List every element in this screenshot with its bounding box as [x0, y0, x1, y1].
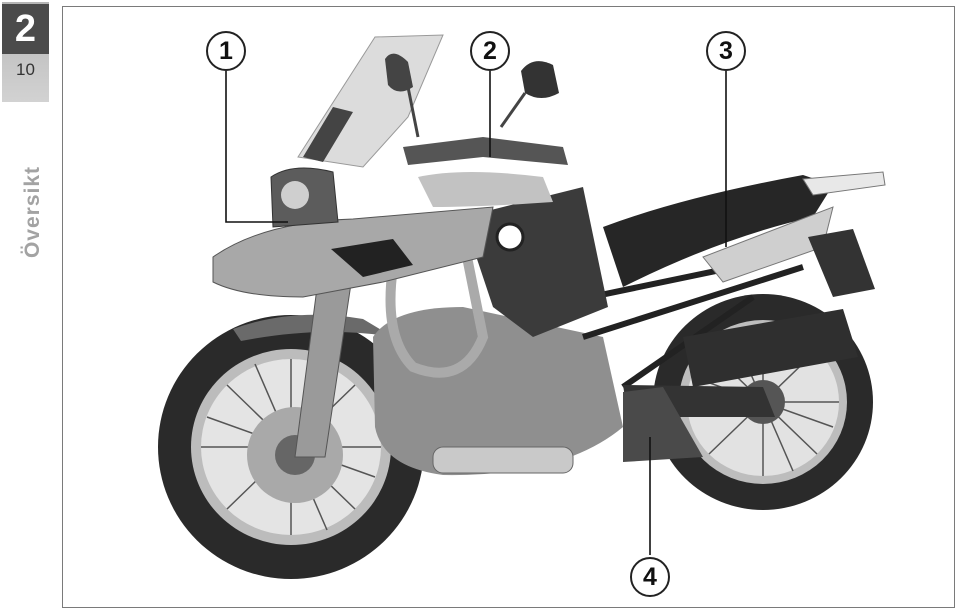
- figure-frame: 1 2 3 4: [62, 6, 955, 608]
- mirror-right: [521, 61, 559, 98]
- license-plate: [808, 229, 875, 297]
- callout-leaders: [225, 71, 727, 555]
- page-number: 10: [16, 60, 35, 79]
- tank-side: [463, 187, 608, 337]
- chapter-number: 2: [2, 4, 49, 54]
- exhaust: [683, 309, 858, 387]
- engine: [373, 307, 623, 476]
- seat: [603, 175, 833, 287]
- callout-4: 4: [630, 557, 670, 597]
- motorcycle-illustration: [158, 34, 886, 579]
- callout-3: 3: [706, 31, 746, 71]
- chapter-tab: 2 10: [2, 2, 49, 102]
- handlebar: [403, 137, 568, 165]
- luggage-rack: [802, 171, 886, 196]
- brand-logo: [495, 222, 525, 252]
- callout-1: 1: [206, 31, 246, 71]
- crash-bar: [385, 236, 489, 378]
- mirror-left: [385, 53, 413, 92]
- side-stand: [623, 387, 703, 462]
- callout-2: 2: [470, 31, 510, 71]
- section-title: Översikt: [21, 165, 44, 259]
